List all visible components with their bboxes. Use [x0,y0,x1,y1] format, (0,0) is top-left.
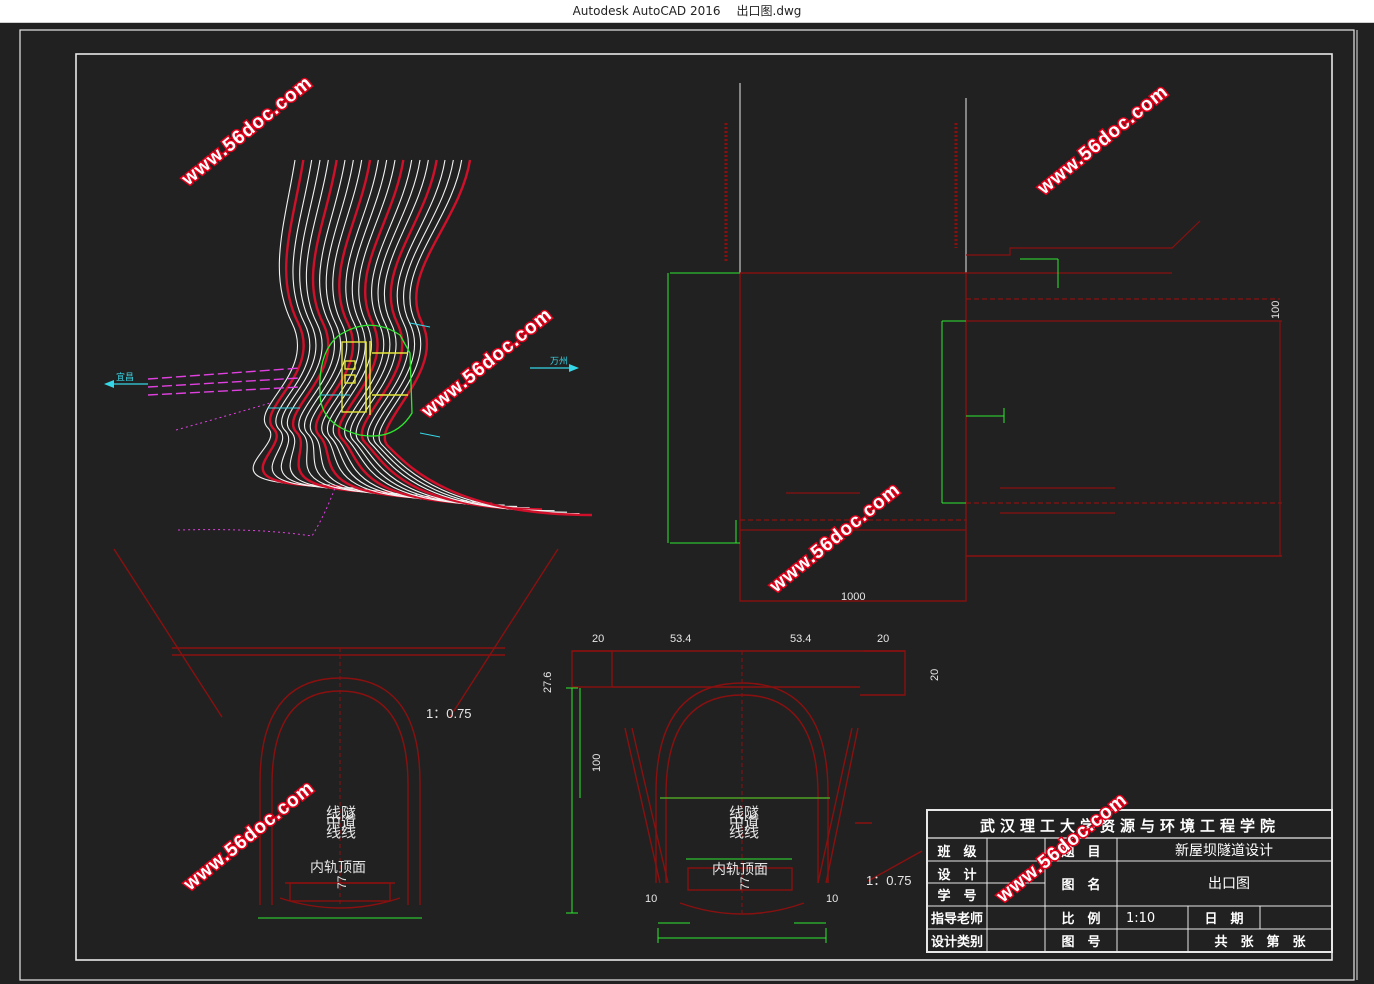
tb-category-label: 设计类别 [931,934,983,950]
contour-line [280,159,368,490]
dotted-boundary-lower [177,484,337,537]
plan-view-contours [252,159,593,517]
tb-date-label: 日 期 [1204,912,1243,927]
contour-line [367,159,555,512]
right-line-label-1: 线隧 [729,805,759,822]
contour-line [271,159,355,489]
cad-drawing[interactable]: 宜昌 万州 [0,23,1374,984]
contour-line [286,159,380,492]
tb-student-id-label: 学 号 [937,888,976,904]
arrow-left-label: 宜昌 [116,371,134,383]
contour-line [326,159,468,502]
right-dim-top-20b: 20 [877,633,889,645]
left-line-label-3: 线线 [326,824,356,841]
right-dim-top-53a: 53.4 [670,633,691,645]
right-section-green-dims [566,687,830,943]
tb-drawing-no-label: 图 号 [1061,935,1100,950]
index-contour-line [360,159,543,511]
left-rail-label: 内轨顶面 [310,859,366,875]
tb-drawing-name-value: 出口图 [1208,876,1250,892]
file-name: 出口图.dwg [736,4,802,18]
arrow-right-label: 万州 [550,356,568,367]
contour-line [344,159,505,506]
watermark-5: www.56doc.com [179,777,318,895]
inner-frame [75,53,1333,961]
right-dim-top-20a: 20 [592,633,604,645]
profile-view [667,83,1282,602]
profile-dim-100: 100 [1270,301,1282,319]
tb-drawing-name-label: 图 名 [1061,877,1100,893]
watermark-2: www.56doc.com [417,304,556,422]
tb-topic-value: 新屋坝隧道设计 [1175,843,1273,859]
alignment-lines [147,367,301,396]
contour-line [332,159,480,503]
contour-line [355,159,530,509]
right-dim-20-side: 20 [929,669,941,681]
tb-sheet-label: 共 张 第 张 [1214,934,1306,950]
outer-frame [19,29,1355,981]
watermark-1: www.56doc.com [177,72,316,190]
tb-topic-label: 题 目 [1061,845,1100,860]
index-contour-line [337,159,493,505]
tunnel-portal-plan [341,341,408,415]
index-contour-line [383,159,593,517]
right-dim-top-53b: 53.4 [790,633,811,645]
contour-line [378,159,580,515]
dotted-boundary [175,402,271,431]
tb-class-label: 班 级 [937,844,977,860]
tb-design-label: 设 计 [937,867,976,883]
left-line-label-1: 线隧 [326,805,356,822]
contour-line [309,159,430,497]
cyan-leaders [268,322,441,438]
profile-dim-1000: 1000 [841,591,865,603]
right-rail-label: 内轨顶面 [712,861,768,877]
right-line-label-3: 线线 [729,824,759,841]
direction-arrow-left: 宜昌 [104,371,148,388]
watermark-3: www.56doc.com [1033,81,1172,199]
app-title: Autodesk AutoCAD 2016 [572,4,721,18]
tb-scale-label: 比 例 [1061,911,1100,927]
left-line-label-2: 中道 [326,814,356,831]
contour-line [252,159,331,486]
right-dim-10-right: 10 [826,893,838,905]
portal-green-outline [319,324,413,437]
left-slope-label: 1：0.75 [426,706,472,721]
contour-line [298,159,405,495]
right-dim-77: 77 [738,876,752,890]
tunnel-section-left [113,548,559,909]
contour-line [372,159,568,513]
contour-line [304,159,418,496]
drawing-canvas[interactable]: 宜昌 万州 [0,23,1374,984]
title-block [926,809,1333,953]
index-contour-line [291,159,393,494]
contour-line [349,159,518,507]
right-dim-10-left: 10 [645,893,657,905]
right-dim-27-6: 27.6 [542,672,554,693]
tb-institution: 武汉理工大学资源与环境工程学院 [980,817,1280,835]
watermark-4: www.56doc.com [765,479,904,597]
right-line-label-2: 中道 [729,814,759,831]
right-slope-label: 1：0.75 [866,873,912,888]
direction-arrow-right: 万州 [530,356,579,372]
right-dim-100: 100 [591,754,603,772]
window-titlebar: Autodesk AutoCAD 2016 出口图.dwg [0,0,1374,23]
tb-scale-value: 1:10 [1126,911,1155,926]
tb-advisor-label: 指导老师 [931,911,983,927]
index-contour-line [261,159,343,488]
left-dim-77: 77 [335,875,349,889]
